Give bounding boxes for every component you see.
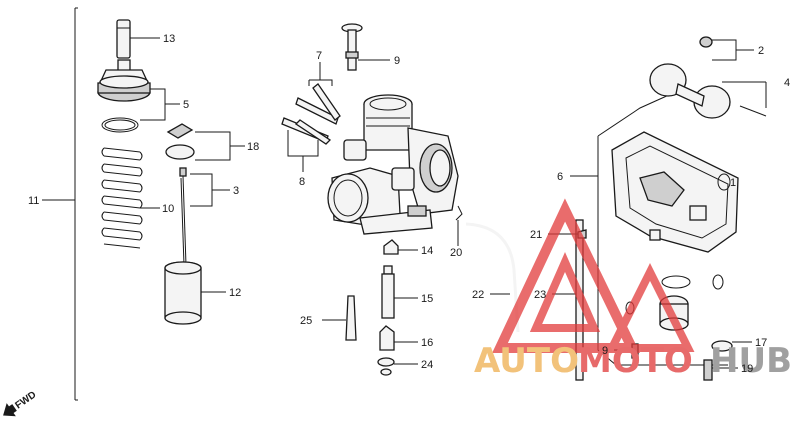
part-16-main-jet xyxy=(379,325,418,351)
callout-1: 1 xyxy=(730,177,736,189)
callout-11: 11 xyxy=(28,195,39,207)
callout-15: 15 xyxy=(421,293,433,305)
part-1-oring xyxy=(717,173,731,191)
watermark-triangle-outer xyxy=(492,198,640,353)
callout-19: 19 xyxy=(741,363,753,375)
watermark-text-moto: MOTO xyxy=(578,341,693,381)
callout-12: 12 xyxy=(229,287,241,299)
part-25-pilot-screw xyxy=(322,295,357,341)
part-15-needle-jet xyxy=(381,265,418,319)
part-18-clip-plate xyxy=(165,123,245,161)
part-10-spring xyxy=(101,147,160,249)
part-8-screws xyxy=(281,117,332,172)
part-12-throttle-valve xyxy=(164,261,226,325)
callout-5: 5 xyxy=(183,99,189,111)
part-7-screws xyxy=(295,62,341,125)
callout-10: 10 xyxy=(162,203,174,215)
callout-9: 9 xyxy=(394,55,400,67)
callout-16: 16 xyxy=(421,337,433,349)
watermark-triangle-right xyxy=(605,263,695,352)
part-20-clip xyxy=(455,205,463,246)
callout-20: 20 xyxy=(450,247,462,259)
part-3-needle xyxy=(179,167,230,266)
part-24-washer xyxy=(377,357,418,376)
callout-17: 17 xyxy=(755,337,767,349)
watermark-text-auto: AUTO xyxy=(474,341,579,381)
part-5-cap xyxy=(97,59,180,133)
callout-9-right: 9 xyxy=(602,345,608,357)
callout-8: 8 xyxy=(299,176,305,188)
callout-3: 3 xyxy=(233,185,239,197)
part-2-pin xyxy=(699,36,754,61)
fwd-arrow-icon xyxy=(3,403,17,417)
fwd-label: FWD xyxy=(13,389,38,411)
callout-18: 18 xyxy=(247,141,259,153)
callout-14: 14 xyxy=(421,245,433,257)
callout-13: 13 xyxy=(163,33,175,45)
part-14-jet xyxy=(383,239,418,255)
callout-6: 6 xyxy=(557,171,563,183)
part-13-screw xyxy=(116,19,160,59)
callout-2: 2 xyxy=(758,45,764,57)
watermark-text-hub: HUB xyxy=(710,341,792,381)
callout-24: 24 xyxy=(421,359,433,371)
part-19-screw xyxy=(703,359,738,381)
part-6-float-bowl xyxy=(570,89,739,366)
part-9-screw xyxy=(341,23,390,71)
part-4-float xyxy=(649,63,767,119)
watermark-triangle-inner xyxy=(529,252,601,332)
carburetor-body xyxy=(327,94,459,235)
watermark-logo xyxy=(492,198,695,353)
part-17-washer xyxy=(711,340,752,352)
callout-22: 22 xyxy=(472,289,484,301)
callout-21: 21 xyxy=(530,229,542,241)
callout-4: 4 xyxy=(784,77,790,89)
callout-23: 23 xyxy=(534,289,546,301)
part-22-tube xyxy=(465,222,520,333)
callout-7: 7 xyxy=(316,50,322,62)
callout-25: 25 xyxy=(300,315,312,327)
assembly-bracket-11 xyxy=(42,7,78,401)
